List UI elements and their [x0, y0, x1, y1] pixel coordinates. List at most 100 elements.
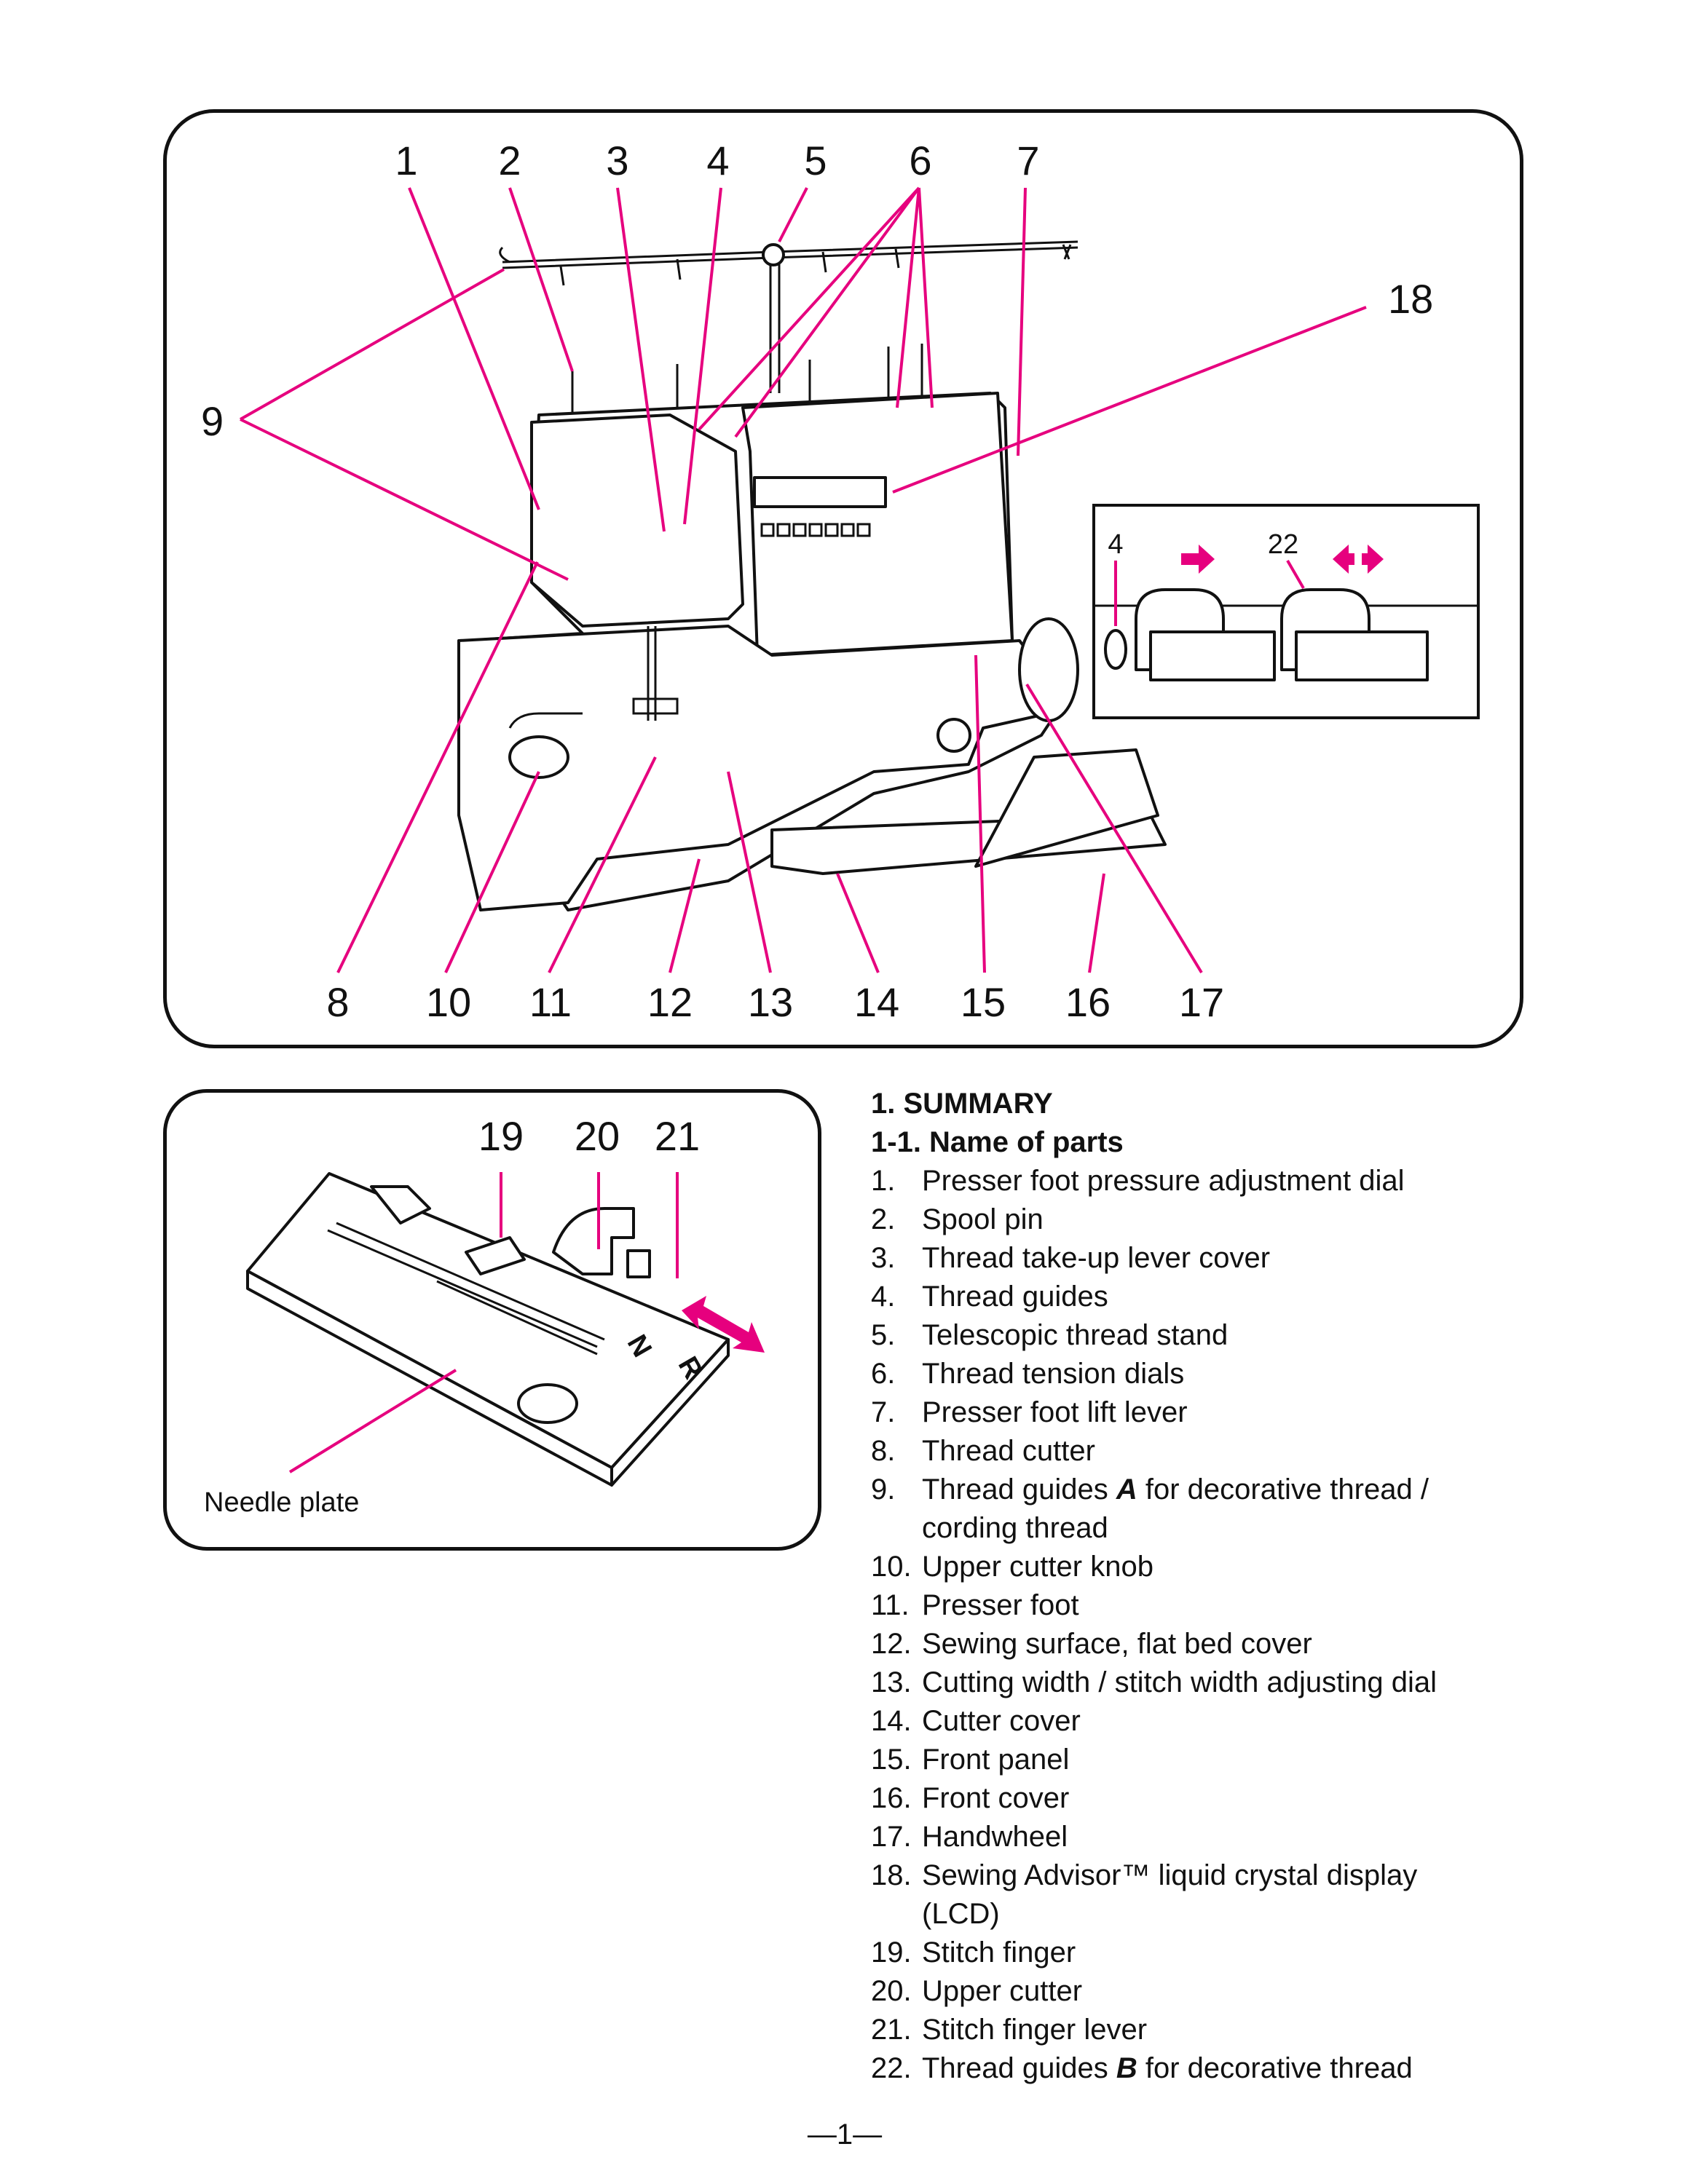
part-number: 17.: [871, 1821, 912, 1853]
part-name: Front cover: [922, 1779, 1672, 1818]
parts-list: 1. Presser foot pressure adjustment dial 2…: [871, 1162, 1672, 2088]
part-number: 13.: [871, 1666, 912, 1698]
part-name: Thread tension dials: [922, 1355, 1672, 1393]
part-name-text: Sewing Advisor™ liquid crystal display: [922, 1859, 1418, 1891]
part-number: 19.: [871, 1936, 912, 1969]
part-name: Cutter cover: [922, 1702, 1672, 1741]
part-name-text: Stitch finger: [922, 1936, 1076, 1969]
part-name-text: Thread guides: [922, 2052, 1116, 2084]
part-name-text: Upper cutter knob: [922, 1551, 1153, 1583]
part-number: 10.: [871, 1551, 912, 1583]
part-number: 1.: [871, 1165, 896, 1197]
label-20: 20: [575, 1113, 620, 1159]
section-title: 1. SUMMARY: [871, 1088, 1053, 1120]
part-name: Sewing surface, flat bed cover: [922, 1625, 1672, 1663]
part-number: 14.: [871, 1705, 912, 1737]
label-21: 21: [655, 1113, 700, 1159]
part-name-text: for decorative thread /: [1137, 1473, 1429, 1506]
part-item: 22. Thread guides B for decorative thread: [871, 2049, 1672, 2088]
part-name: Stitch finger: [922, 1934, 1672, 1972]
part-item: 10. Upper cutter knob: [871, 1548, 1672, 1586]
part-name-text: Sewing surface, flat bed cover: [922, 1628, 1312, 1660]
label-15: 15: [961, 979, 1006, 1025]
part-name-text: Upper cutter: [922, 1975, 1083, 2007]
part-name: Presser foot lift lever: [922, 1393, 1672, 1432]
part-name: Upper cutter knob: [922, 1548, 1672, 1586]
part-name-text: Spool pin: [922, 1203, 1044, 1235]
part-name: Handwheel: [922, 1818, 1672, 1856]
parts-list-section: 1. SUMMARY 1-1. Name of parts 1. Presser …: [871, 1085, 1672, 2088]
part-name-text: Telescopic thread stand: [922, 1319, 1228, 1351]
part-item: 3.Thread take-up lever cover: [871, 1239, 1672, 1278]
needle-plate-drawing: N R: [246, 1172, 765, 1487]
part-number: 11.: [871, 1589, 910, 1621]
label-1: 1: [395, 138, 417, 183]
label-6: 6: [909, 138, 931, 183]
part-number: 22.: [871, 2052, 912, 2084]
part-name-emphasis: A: [1116, 1473, 1137, 1506]
inset-label-4: 4: [1108, 529, 1123, 560]
needle-plate-caption: Needle plate: [204, 1487, 359, 1518]
part-number: 6.: [871, 1358, 896, 1390]
part-item: 8. Thread cutter: [871, 1432, 1672, 1471]
part-name-continuation: (LCD): [922, 1898, 1000, 1930]
part-name-text: Front cover: [922, 1782, 1070, 1814]
label-13: 13: [748, 979, 793, 1025]
part-name: Thread take-up lever cover: [922, 1239, 1672, 1278]
part-name-text: Stitch finger lever: [922, 2014, 1148, 2046]
part-item: 15. Front panel: [871, 1741, 1672, 1779]
part-name-text: Presser foot pressure adjustment dial: [922, 1165, 1405, 1197]
part-item: 11. Presser foot: [871, 1586, 1672, 1625]
part-item: 20. Upper cutter: [871, 1972, 1672, 2011]
part-name-text: Thread take-up lever cover: [922, 1242, 1271, 1274]
part-name: Stitch finger lever: [922, 2011, 1672, 2049]
thread-guide-inset: 4 22: [1092, 504, 1480, 719]
label-16: 16: [1065, 979, 1111, 1025]
part-item: 6. Thread tension dials: [871, 1355, 1672, 1393]
part-item: 17. Handwheel: [871, 1818, 1672, 1856]
part-name: Upper cutter: [922, 1972, 1672, 2011]
label-9: 9: [201, 398, 224, 444]
section-subtitle: 1-1. Name of parts: [871, 1126, 1124, 1158]
part-name: Sewing Advisor™ liquid crystal display (L…: [922, 1856, 1672, 1934]
part-name-text: Presser foot lift lever: [922, 1396, 1188, 1428]
label-14: 14: [854, 979, 899, 1025]
part-item: 14. Cutter cover: [871, 1702, 1672, 1741]
part-item: 1. Presser foot pressure adjustment dial: [871, 1162, 1672, 1200]
part-name-text: Presser foot: [922, 1589, 1079, 1621]
part-item: 7. Presser foot lift lever: [871, 1393, 1672, 1432]
part-number: 7.: [871, 1396, 896, 1428]
part-number: 4.: [871, 1281, 896, 1313]
part-name-text: for decorative thread: [1137, 2052, 1413, 2084]
label-2: 2: [498, 138, 521, 183]
label-7: 7: [1017, 138, 1039, 183]
part-item: 21.Stitch finger lever: [871, 2011, 1672, 2049]
part-name-text: Handwheel: [922, 1821, 1068, 1853]
top-number-labels: 1 2 3 4 5 6 7: [395, 138, 1039, 183]
part-name: Telescopic thread stand: [922, 1316, 1672, 1355]
label-10: 10: [426, 979, 471, 1025]
part-number: 8.: [871, 1435, 896, 1467]
label-3: 3: [606, 138, 628, 183]
double-arrow-icon: [1333, 545, 1384, 574]
part-name: Presser foot pressure adjustment dial: [922, 1162, 1672, 1200]
label-18: 18: [1388, 276, 1433, 322]
part-name-text: Cutter cover: [922, 1705, 1081, 1737]
part-name: Thread cutter: [922, 1432, 1672, 1471]
part-item: 12.Sewing surface, flat bed cover: [871, 1625, 1672, 1663]
part-name: Thread guides: [922, 1278, 1672, 1316]
double-arrow-icon: [682, 1296, 765, 1353]
part-number: 15.: [871, 1744, 912, 1776]
label-17: 17: [1179, 979, 1224, 1025]
machine-body-drawing: [457, 392, 1167, 911]
part-name: Cutting width / stitch width adjusting d…: [922, 1663, 1672, 1702]
part-name-emphasis: B: [1116, 2052, 1137, 2084]
inset-label-22: 22: [1268, 529, 1298, 560]
part-number: 20.: [871, 1975, 912, 2007]
part-name-text: Front panel: [922, 1744, 1070, 1776]
leader-lines: [240, 186, 1367, 974]
plate-leader-lines: [288, 1172, 679, 1473]
part-name: Thread guides A for decorative thread /c…: [922, 1471, 1672, 1548]
part-name-text: Thread cutter: [922, 1435, 1095, 1467]
